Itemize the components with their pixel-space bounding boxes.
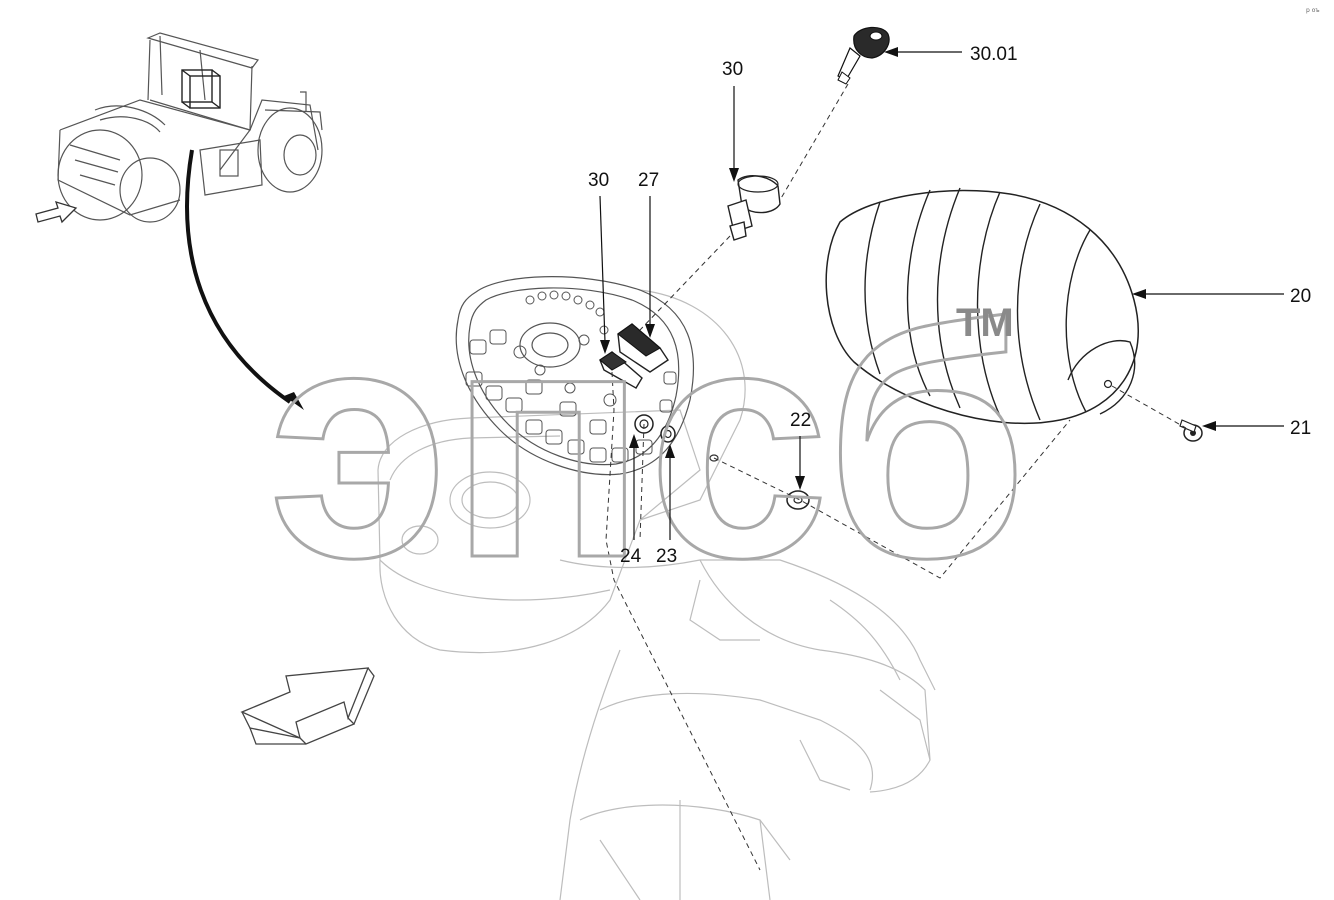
label-22: 22 [790,410,811,431]
callouts: 30.01 30 30 27 20 21 22 24 23 [588,44,1311,567]
label-30-top: 30 [722,59,743,80]
label-27: 27 [638,170,659,191]
watermark: эпсб TM [267,256,1030,628]
label-20: 20 [1290,286,1311,307]
assembly-lines [605,83,1187,871]
label-24: 24 [620,546,642,567]
label-30-mid: 30 [588,170,609,191]
part-22-washer [786,490,810,510]
part-27-switch [617,323,669,373]
label-30-01: 30.01 [970,44,1018,65]
label-21: 21 [1290,418,1311,439]
watermark-trademark: TM [956,301,1014,345]
part-20-cover [825,187,1139,425]
direction-arrow-icon [35,201,78,224]
large-direction-arrow-icon [240,667,375,745]
part-30-01-key [837,26,890,85]
corner-mark: р оъ [1306,7,1320,14]
mount-hole [709,454,719,462]
part-30-lens [599,351,643,389]
part-30-ignition-lock [727,175,781,241]
watermark-text: эпсб [268,257,1028,626]
machine-thumbnail [57,32,323,223]
instrument-panel [455,276,695,476]
view-pointer-arrow-icon [185,149,304,410]
part-21-screw [1179,419,1203,442]
label-23: 23 [656,546,677,567]
part-23-washer [660,425,676,443]
cab-console [377,289,936,900]
